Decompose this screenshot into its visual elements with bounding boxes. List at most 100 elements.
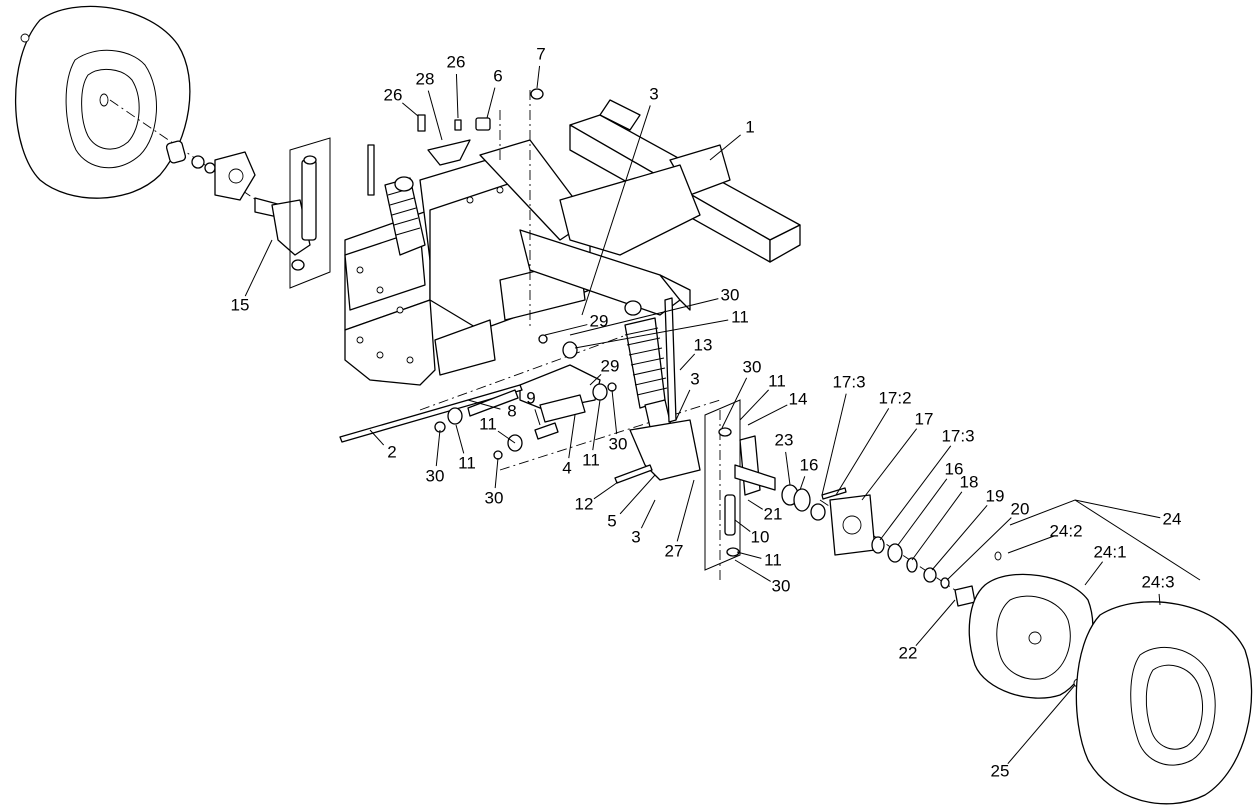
leader-line-c11f <box>736 551 762 559</box>
callout-c7: 7 <box>536 44 545 63</box>
leader-line-c9 <box>534 409 541 426</box>
leader-line-c11b <box>455 424 465 454</box>
leader-line-c29a <box>544 324 588 336</box>
leader-line-c30c <box>494 457 499 489</box>
callout-c10: 10 <box>751 527 770 546</box>
callout-c9: 9 <box>526 388 535 407</box>
leader-line-c25 <box>1007 684 1076 764</box>
callout-c3c: 3 <box>631 527 640 546</box>
leader-line-c30a <box>569 298 719 336</box>
leader-line-c15 <box>244 239 273 297</box>
leader-line-c17_2 <box>835 408 890 496</box>
leader-line-c24_1 <box>1084 561 1104 586</box>
left-hub-assembly <box>109 99 311 256</box>
cross-beam <box>559 99 801 263</box>
spindle-mount <box>614 297 701 484</box>
right-tire <box>1075 601 1253 805</box>
leader-line-c3c <box>640 499 656 529</box>
callout-c17: 17 <box>915 409 934 428</box>
callout-c6: 6 <box>493 66 502 85</box>
leader-line-c10 <box>734 519 751 532</box>
callout-c1: 1 <box>745 117 754 136</box>
callout-c21: 21 <box>764 504 783 523</box>
callout-c12: 12 <box>575 494 594 513</box>
callout-c24: 24 <box>1163 509 1182 528</box>
callout-c14: 14 <box>789 389 808 408</box>
leader-line-c11e <box>739 389 769 421</box>
leader-line-c8 <box>467 399 501 410</box>
leader-line-c3b <box>675 389 691 421</box>
leader-line-c13 <box>679 353 696 371</box>
callout-c24_1: 24:1 <box>1093 542 1126 561</box>
callout-c29a: 29 <box>590 311 609 330</box>
leader-line-c1 <box>709 134 741 161</box>
callout-c29b: 29 <box>601 356 620 375</box>
leader-line-c24_3 <box>1158 593 1161 606</box>
callout-c2: 2 <box>387 442 396 461</box>
callout-c25: 25 <box>991 761 1010 780</box>
callout-c30a: 30 <box>721 285 740 304</box>
callout-c15: 15 <box>231 295 250 314</box>
leader-line-c26a <box>402 102 419 117</box>
leader-line-c24_2 <box>1007 535 1055 554</box>
rear-shock <box>384 176 426 256</box>
leader-line-c21 <box>747 499 763 510</box>
callout-c4: 4 <box>562 458 571 477</box>
callout-c11f: 11 <box>764 550 782 569</box>
callout-c27: 27 <box>665 541 684 560</box>
callout-c3a: 3 <box>649 84 658 103</box>
leader-line-c4 <box>568 414 576 459</box>
callout-c16b: 16 <box>945 459 964 478</box>
callout-c11e: 11 <box>768 371 786 390</box>
callout-c17_3b: 17:3 <box>941 426 974 445</box>
left-tire <box>14 5 191 199</box>
callout-c30f: 30 <box>772 576 791 595</box>
callout-c17_3a: 17:3 <box>832 372 865 391</box>
leader-line-c30f <box>734 559 771 582</box>
leader-line-c17_3b <box>879 445 952 541</box>
leader-line-c7 <box>536 65 541 89</box>
leader-line-c14 <box>747 404 788 426</box>
leader-line-c30b <box>435 429 441 467</box>
leader-line-c22 <box>915 599 956 647</box>
leader-line-c27 <box>676 479 695 542</box>
leader-lines <box>244 65 1161 764</box>
bushings-and-spacers <box>434 334 617 460</box>
leader-line-c11d <box>592 399 601 451</box>
leader-line-c6 <box>486 87 496 119</box>
callout-c17_2: 17:2 <box>878 388 911 407</box>
leader-line-c18 <box>911 491 963 561</box>
callout-c30b: 30 <box>426 466 445 485</box>
leader-line-c29b <box>589 373 602 386</box>
leader-line-c28 <box>427 90 443 141</box>
leader-line-c11c <box>497 430 516 444</box>
callout-c24_3: 24:3 <box>1141 572 1174 591</box>
callout-c24_2: 24:2 <box>1049 521 1082 540</box>
left-spindle-bracket <box>289 137 331 289</box>
leader-line-c5 <box>619 474 656 515</box>
leader-line-c19 <box>931 505 988 571</box>
callout-c13: 13 <box>694 335 713 354</box>
callout-c30c: 30 <box>485 488 504 507</box>
callout-c8: 8 <box>507 401 516 420</box>
leader-line-c17_3a <box>821 393 847 496</box>
front-coilover-shock <box>624 300 673 437</box>
leader-line-c16a <box>799 476 806 491</box>
leader-line-c3a <box>581 105 651 316</box>
right-hub-assembly <box>781 484 976 607</box>
callout-c3b: 3 <box>690 369 699 388</box>
leader-line-c16b <box>897 478 948 546</box>
callout-c22: 22 <box>899 643 918 662</box>
callout-c11a: 11 <box>731 307 749 326</box>
leader-line-c11a <box>574 319 729 349</box>
callout-c5: 5 <box>607 511 616 530</box>
callout-c30d: 30 <box>609 434 628 453</box>
callout-c11c: 11 <box>479 414 497 433</box>
callout-c23: 23 <box>775 430 794 449</box>
right-rim <box>968 551 1094 699</box>
top-hardware <box>367 88 544 196</box>
leader-line-c23 <box>785 451 791 486</box>
leader-line-c12 <box>593 481 619 500</box>
